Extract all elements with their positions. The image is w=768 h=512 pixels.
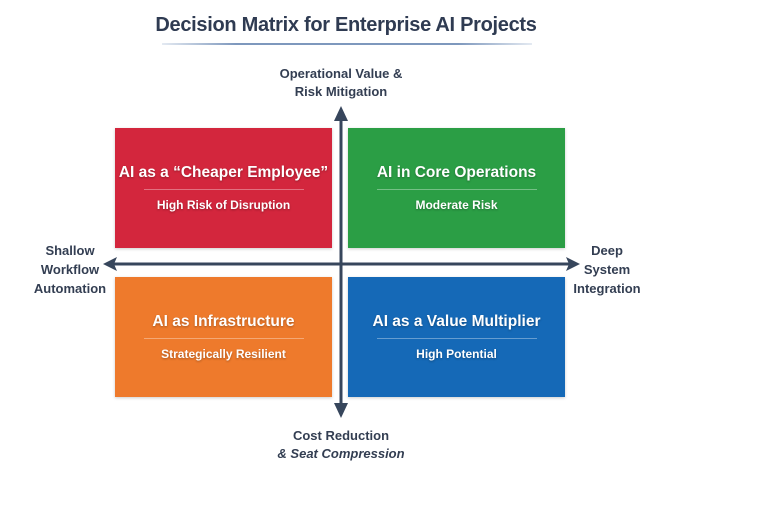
arrow-down-icon: [334, 403, 348, 418]
axis-label-line: Cost Reduction: [292, 428, 390, 443]
quadrant-divider: [376, 189, 537, 190]
axis-label-line: Integration: [573, 281, 641, 296]
quadrant-top-left: AI as a “Cheaper Employee” High Risk of …: [115, 128, 332, 248]
quadrant-title: AI as a Value Multiplier: [372, 313, 541, 330]
axis-label-left: Shallow Workflow Automation: [10, 241, 130, 298]
quadrant-subtitle: High Risk of Disruption: [156, 198, 291, 212]
quadrant-subtitle: Strategically Resilient: [161, 347, 286, 361]
title-underline: [162, 43, 532, 45]
axis-label-bottom: Cost Reduction & Seat Compression: [241, 427, 441, 463]
quadrant-bottom-right: AI as a Value Multiplier High Potential: [348, 277, 565, 397]
axis-label-right: Deep System Integration: [547, 241, 667, 298]
axis-label-line: Operational Value &: [279, 66, 403, 81]
quadrant-divider: [376, 338, 537, 339]
axis-label-line: & Seat Compression: [277, 446, 405, 461]
quadrant-subtitle: High Potential: [416, 347, 497, 361]
arrow-up-icon: [334, 106, 348, 121]
arrow-right-icon: [566, 257, 580, 271]
arrow-left-icon: [103, 257, 117, 271]
axis-label-line: Workflow: [40, 262, 100, 277]
quadrant-subtitle: Moderate Risk: [415, 198, 498, 212]
quadrant-divider: [143, 338, 304, 339]
quadrant-title: AI in Core Operations: [376, 164, 537, 181]
axis-label-line: Deep: [591, 243, 623, 258]
axis-label-line: Automation: [33, 281, 107, 296]
quadrant-divider: [143, 189, 304, 190]
axis-label-top: Operational Value & Risk Mitigation: [241, 65, 441, 101]
axis-label-line: Shallow: [45, 243, 95, 258]
axis-label-line: Risk Mitigation: [294, 84, 388, 99]
axis-label-line: System: [583, 262, 631, 277]
page-title: Decision Matrix for Enterprise AI Projec…: [155, 14, 537, 36]
quadrant-top-right: AI in Core Operations Moderate Risk: [348, 128, 565, 248]
quadrant-title: AI as Infrastructure: [152, 313, 295, 330]
quadrant-title: AI as a “Cheaper Employee”: [118, 164, 329, 181]
quadrant-bottom-left: AI as Infrastructure Strategically Resil…: [115, 277, 332, 397]
